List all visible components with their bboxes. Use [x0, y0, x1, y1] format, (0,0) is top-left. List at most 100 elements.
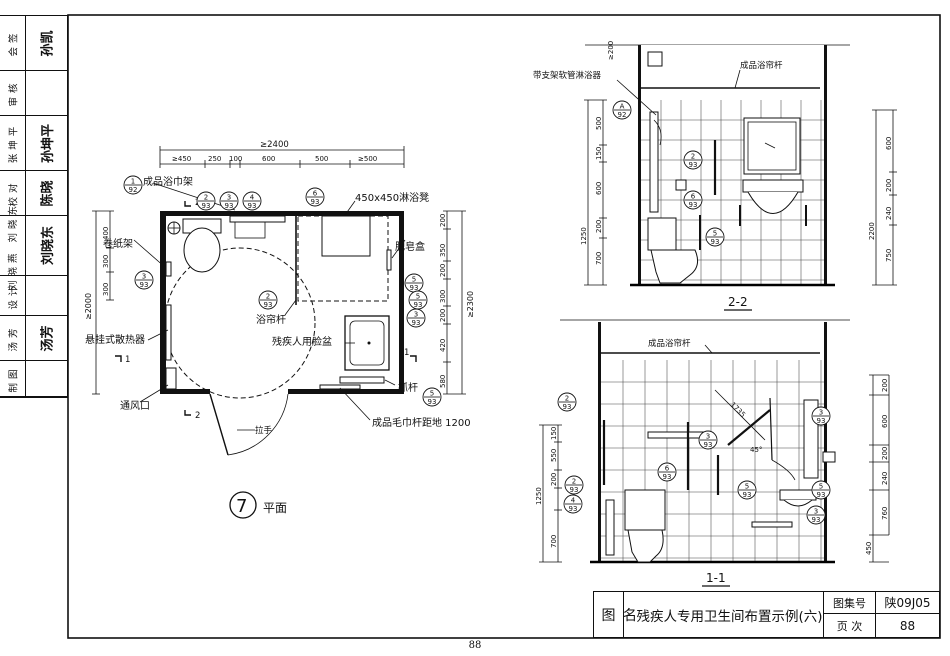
plan-label-shower-seat: 450x450淋浴凳	[355, 191, 429, 204]
reference-page-number: 93	[202, 202, 211, 210]
plan-label-vent: 通风口	[120, 400, 150, 412]
reference-page-number: 93	[817, 417, 826, 425]
toilet-tank-elevation	[647, 217, 677, 251]
section-mark-1-left: 1	[125, 355, 130, 365]
soap-dish-elevation	[675, 179, 687, 191]
detail-reference-symbol: 593	[404, 273, 424, 293]
detail-reference-symbol: 293	[564, 475, 584, 495]
reference-detail-number: 6	[313, 190, 318, 198]
elev11-left-dim-3: 200	[550, 473, 558, 486]
reference-detail-number: 5	[819, 483, 823, 491]
plan-top-overall-dim: ≥2400	[260, 140, 289, 150]
paper-holder	[165, 261, 172, 277]
toilet-elevation	[650, 249, 699, 284]
reference-detail-number: 1	[131, 178, 135, 186]
toilet-bowl	[183, 227, 221, 273]
reference-page-number: 93	[663, 473, 672, 481]
plan-top-dim-3: 100	[229, 155, 242, 163]
vent-grille	[647, 51, 663, 67]
reference-detail-number: 3	[414, 311, 418, 319]
elev22-left-dim-2: 150	[595, 147, 603, 160]
plan-top-dim-6: ≥500	[358, 155, 377, 163]
toilet-elev11	[627, 529, 664, 563]
detail-reference-symbol: 393	[406, 308, 426, 328]
reference-detail-number: 5	[430, 390, 434, 398]
floor-plan: 拉手 2 2 1 1	[84, 140, 475, 519]
plan-label-basin: 残疾人用脸盆	[272, 335, 332, 348]
reference-page-number: 93	[264, 301, 273, 309]
elev11-left-dim-1: 150	[550, 427, 558, 440]
shower-slide-bar	[649, 111, 659, 213]
signoff-row: 张坤平孙坤平	[0, 116, 68, 171]
soap-dish	[386, 249, 392, 271]
plan-label-paper-holder: 卷纸架	[103, 237, 133, 250]
angled-grab-bar	[727, 409, 771, 446]
reference-detail-number: 5	[412, 276, 416, 284]
detail-reference-symbol: 493	[563, 494, 583, 514]
plan-left-dim-3: 300	[102, 283, 110, 296]
reference-page-number: 93	[414, 301, 423, 309]
elev22-right-dim-4: 750	[885, 249, 893, 262]
plan-left-dim-2: 300	[102, 255, 110, 268]
reference-detail-number: 2	[565, 395, 569, 403]
title-block-page-number: 88	[899, 618, 916, 633]
reference-detail-number: 3	[227, 194, 231, 202]
reference-page-number: 93	[569, 505, 578, 513]
reference-page-number: 93	[817, 491, 826, 499]
plan-title-number: 7	[236, 496, 247, 517]
elev22-right-dim-2: 200	[885, 179, 893, 192]
plan-right-dim-3: 200	[439, 264, 447, 277]
reference-symbols: 192293393493693393593593393293593A922936…	[123, 100, 831, 525]
elev11-right-dim-3: 200	[881, 447, 889, 460]
reference-detail-number: 3	[814, 508, 818, 516]
atlas-number: 陕09J05	[876, 592, 939, 614]
elev11-right-dim-4: 240	[881, 472, 889, 485]
reference-page-number: 93	[140, 281, 149, 289]
elev11-title: 1-1	[706, 571, 726, 585]
reference-detail-number: 6	[665, 465, 670, 473]
atlas-number-label: 图集号	[824, 592, 876, 614]
reference-detail-number: 6	[691, 193, 696, 201]
plan-wall-south-right	[288, 389, 404, 394]
reference-page-number: 93	[704, 441, 713, 449]
basin-elevation	[742, 179, 804, 193]
reference-page-number: 93	[248, 202, 257, 210]
elev11-left-overall: 1250	[535, 487, 543, 505]
elev11-right-dim-1: 200	[881, 379, 889, 392]
signoff-row: 制图	[0, 361, 68, 397]
wheelchair-turning-circle	[164, 247, 316, 399]
door-swing-arc	[227, 393, 289, 456]
plan-right-dim-7: 580	[439, 375, 447, 388]
reference-page-number: 93	[743, 491, 752, 499]
drawing-name: 残疾人专用卫生间布置示例(六)	[636, 592, 824, 637]
plan-title: 平面	[263, 501, 287, 515]
reference-detail-number: A	[620, 103, 625, 111]
plan-top-dim-4: 600	[262, 155, 275, 163]
plan-label-grab-bar: 抓杆	[398, 381, 418, 394]
plan-title-circle	[229, 491, 257, 519]
towel-rack-elevation	[647, 431, 705, 439]
plan-wall-north	[160, 211, 404, 216]
detail-reference-symbol: 493	[242, 191, 262, 211]
signoff-row: 审核	[0, 71, 68, 116]
elev22-left-dim-1: 500	[595, 117, 603, 130]
reference-detail-number: 4	[250, 194, 255, 202]
detail-reference-symbol: 393	[134, 270, 154, 290]
radiator-elevation	[605, 499, 615, 556]
elev11-angle: 45°	[750, 446, 762, 454]
elev22-label-shower: 带支架软管淋浴器	[533, 70, 602, 81]
detail-reference-symbol: 293	[683, 150, 703, 170]
plan-left-dim-1: 400	[102, 227, 110, 240]
plan-label-towel-rack: 成品浴巾架	[143, 175, 193, 188]
reference-page-number: 93	[689, 161, 698, 169]
reference-page-number: 93	[570, 486, 579, 494]
elev11-right-dim-6: 450	[865, 542, 873, 555]
plan-right-dim-2: 350	[439, 244, 447, 257]
section-mark-2-bottom: 2	[195, 411, 200, 421]
reference-detail-number: 3	[706, 433, 710, 441]
elevation-1-1: 1735 45° 成品浴帘杆 150 550 200 700 1250 200 …	[535, 319, 890, 587]
towel-rack-outline	[234, 221, 266, 239]
reference-page-number: 92	[129, 186, 138, 194]
detail-reference-symbol: 293	[196, 191, 216, 211]
